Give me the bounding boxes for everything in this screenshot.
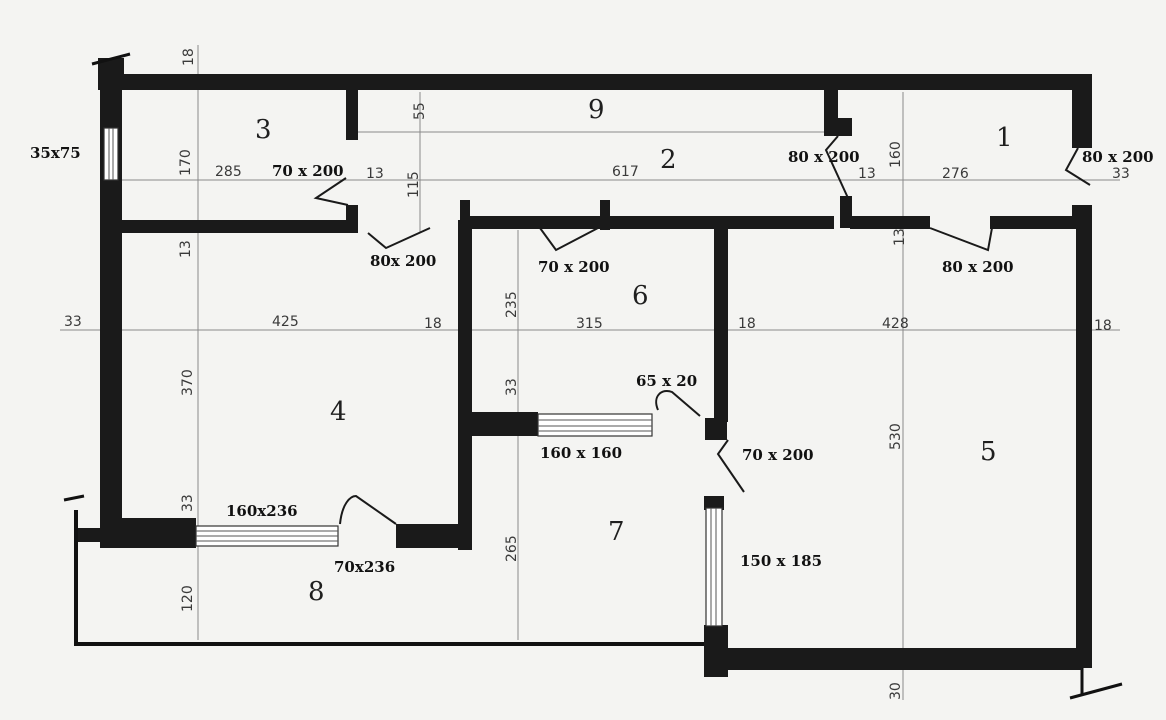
windows [103,127,723,627]
opening-labels: 35x75 70 x 200 80 x 200 80 x 200 80x 200… [30,144,1154,576]
dim-h-370: 370 [180,369,196,396]
dim-w-33r: 33 [1112,166,1130,182]
door-label-room3: 70 x 200 [272,162,344,180]
room-label-8: 8 [308,577,325,607]
dimension-labels: 18 170 55 115 160 285 13 617 13 276 33 1… [64,48,1130,700]
door-label-room7: 65 x 20 [636,372,697,390]
door-label-room1: 80 x 200 [1082,148,1154,166]
door-label-room8: 70x236 [334,558,395,576]
dim-h-55: 55 [412,102,428,120]
dim-h-120: 120 [180,585,196,612]
dim-w-276: 276 [942,166,969,182]
door-label-room2-right: 80 x 200 [788,148,860,166]
room-label-1: 1 [996,123,1013,153]
room-label-7: 7 [608,517,625,547]
dim-w-428: 428 [882,316,909,332]
room-label-3: 3 [255,115,272,145]
dimension-lines [60,45,1120,700]
room-label-5: 5 [980,437,997,467]
dim-h-13a: 13 [178,240,194,258]
room-label-4: 4 [330,397,347,427]
door-label-room4: 80x 200 [370,252,436,270]
window-label-room3: 35x75 [30,144,81,162]
dim-w-18b: 18 [738,316,756,332]
dim-h-115: 115 [406,171,422,198]
dim-w-315: 315 [576,316,603,332]
dim-h-235: 235 [504,291,520,318]
dim-h-33b: 33 [180,494,196,512]
room-label-6: 6 [632,281,649,311]
dim-top-wall: 18 [181,48,197,66]
window-label-room6: 160 x 160 [540,444,622,462]
dim-bottom-30: 30 [888,682,904,700]
dim-w-13b: 13 [858,166,876,182]
door-label-room5-lower: 70 x 200 [742,446,814,464]
room-labels: 1 2 3 4 5 6 7 8 9 [255,95,1013,607]
window-label-room5: 150 x 185 [740,552,822,570]
dim-h-170: 170 [178,149,194,176]
dim-h-160: 160 [888,141,904,168]
room-label-2: 2 [660,145,677,175]
door-swings [313,135,1091,525]
dim-left-33: 33 [64,314,82,330]
dim-w-285: 285 [215,164,242,180]
room-label-9: 9 [588,95,605,125]
dim-w-425: 425 [272,314,299,330]
window-label-room4: 160x236 [226,502,298,520]
dim-w-18r: 18 [1094,318,1112,334]
dim-h-33a: 33 [504,378,520,396]
dim-h-530: 530 [888,423,904,450]
dim-h-13b: 13 [892,228,908,246]
door-label-room5: 80 x 200 [942,258,1014,276]
dim-h-265: 265 [504,535,520,562]
dim-w-617: 617 [612,164,639,180]
walls [63,52,1123,700]
dim-w-13a: 13 [366,166,384,182]
door-label-room6: 70 x 200 [538,258,610,276]
dim-w-18a: 18 [424,316,442,332]
